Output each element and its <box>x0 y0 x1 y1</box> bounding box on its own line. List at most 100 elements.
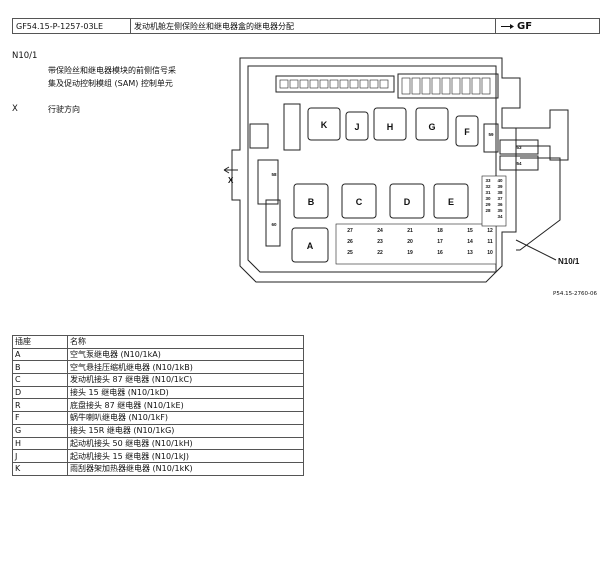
table-cell-socket: G <box>12 423 68 438</box>
fuse-27: 27 <box>347 228 353 234</box>
fuse-17: 17 <box>437 239 443 245</box>
legend-key-x: X <box>12 104 18 114</box>
pointing-hand-icon <box>501 23 514 29</box>
relay-j <box>345 111 369 141</box>
relay-h <box>373 107 407 141</box>
legend-text-line-1: 带保险丝和继电器模块的前侧信号采 <box>48 66 176 75</box>
fuse-39: 39 <box>497 184 503 189</box>
fuse-12: 12 <box>487 228 493 234</box>
fuse-34: 34 <box>497 214 503 219</box>
relay-a-label: A <box>307 241 314 251</box>
relay-k-label: K <box>321 120 328 130</box>
relay-d-label: D <box>404 197 411 207</box>
relay-f <box>455 115 479 147</box>
legend-text-line-2: 集及促动控制模组 (SAM) 控制单元 <box>48 79 173 88</box>
table-cell-socket: C <box>12 373 68 387</box>
label-59: 59 <box>488 132 494 137</box>
fuse-10: 10 <box>487 250 493 256</box>
figure-caption: P54.15-2760-06 <box>553 291 598 297</box>
table-header-row: 插座 名称 <box>12 335 304 349</box>
relay-c <box>341 183 377 219</box>
document-header: GF54.15-P-1257-03LE 发动机舱左侧保险丝和继电器盒的继电器分配… <box>12 18 600 34</box>
table-header-name: 名称 <box>67 335 304 349</box>
relay-a <box>291 227 329 263</box>
table-cell-socket: K <box>12 461 68 476</box>
fuse-33: 33 <box>485 178 491 183</box>
legend-key-n10-1: N10/1 <box>12 51 38 61</box>
table-cell-socket: J <box>12 449 68 463</box>
table-cell-socket: B <box>12 360 68 375</box>
relay-c-label: C <box>356 197 363 207</box>
doc-id: GF54.15-P-1257-03LE <box>13 19 131 33</box>
table-cell-socket: H <box>12 436 68 451</box>
relay-b-label: B <box>308 197 315 207</box>
relay-h-label: H <box>387 122 394 132</box>
fuse-30: 30 <box>485 196 491 201</box>
table-cell-name: 空气泵继电器 (N10/1kA) <box>67 347 304 362</box>
gf-logo: GF <box>496 19 599 33</box>
table-cell-name: 接头 15 继电器 (N10/1kD) <box>67 385 304 400</box>
relay-e <box>433 183 469 219</box>
fuse-15: 15 <box>467 228 473 234</box>
fuse-28: 28 <box>485 208 491 213</box>
fuse-13: 13 <box>467 250 473 256</box>
doc-title: 发动机舱左侧保险丝和继电器盒的继电器分配 <box>131 19 496 33</box>
fuse-36: 36 <box>497 202 503 207</box>
table-cell-name: 起动机接头 50 继电器 (N10/1kH) <box>67 436 304 451</box>
label-n10-1: N10/1 <box>558 257 580 266</box>
legend-text-n10-1: 带保险丝和继电器模块的前侧信号采 集及促动控制模组 (SAM) 控制单元 <box>48 64 176 90</box>
relay-e-label: E <box>448 197 454 207</box>
fuse-37: 37 <box>497 196 503 201</box>
table-cell-name: 发动机接头 87 继电器 (N10/1kC) <box>67 373 304 387</box>
fuse-25: 25 <box>347 250 353 256</box>
fuse-40: 40 <box>497 178 503 183</box>
table-cell-socket: A <box>12 347 68 362</box>
fuse-54: 54 <box>516 161 522 166</box>
fuse-29: 29 <box>485 202 491 207</box>
logo-text: GF <box>517 20 533 32</box>
table-cell-name: 空气悬挂压缩机继电器 (N10/1kB) <box>67 360 304 375</box>
fuse-22: 22 <box>377 250 383 256</box>
fuse-14: 14 <box>467 239 473 245</box>
fuse-38: 38 <box>497 190 503 195</box>
relay-f-label: F <box>464 127 470 137</box>
table-cell-name: 蜗牛喇叭继电器 (N10/1kF) <box>67 411 304 425</box>
fuse-21: 21 <box>407 228 413 234</box>
table-cell-name: 底盘接头 87 继电器 (N10/1kE) <box>67 398 304 413</box>
table-cell-socket: F <box>12 411 68 425</box>
fuse-24: 24 <box>377 228 383 234</box>
relay-d <box>389 183 425 219</box>
fuse-box-diagram: K J H G F B C D E A 27 26 25 24 23 22 21… <box>223 57 580 283</box>
fuse-20: 20 <box>407 239 413 245</box>
relay-b <box>293 183 329 219</box>
fuse-11: 11 <box>487 239 493 245</box>
fuse-18: 18 <box>437 228 443 234</box>
fuse-26: 26 <box>347 239 353 245</box>
label-x: X <box>228 176 234 185</box>
relay-g <box>415 107 449 141</box>
legend-text-x: 行驶方向 <box>48 105 80 114</box>
fuse-19: 19 <box>407 250 413 256</box>
relay-j-label: J <box>354 122 359 132</box>
fuse-23: 23 <box>377 239 383 245</box>
table-cell-name: 雨刮器架加热器继电器 (N10/1kK) <box>67 461 304 476</box>
label-58: 58 <box>271 172 277 177</box>
fuse-53: 53 <box>516 145 522 150</box>
table-cell-name: 接头 15R 继电器 (N10/1kG) <box>67 423 304 438</box>
relay-k <box>307 107 341 141</box>
fuse-35: 35 <box>497 208 503 213</box>
relay-g-label: G <box>428 122 435 132</box>
fuse-16: 16 <box>437 250 443 256</box>
table-cell-name: 起动机接头 15 继电器 (N10/1kJ) <box>67 449 304 463</box>
